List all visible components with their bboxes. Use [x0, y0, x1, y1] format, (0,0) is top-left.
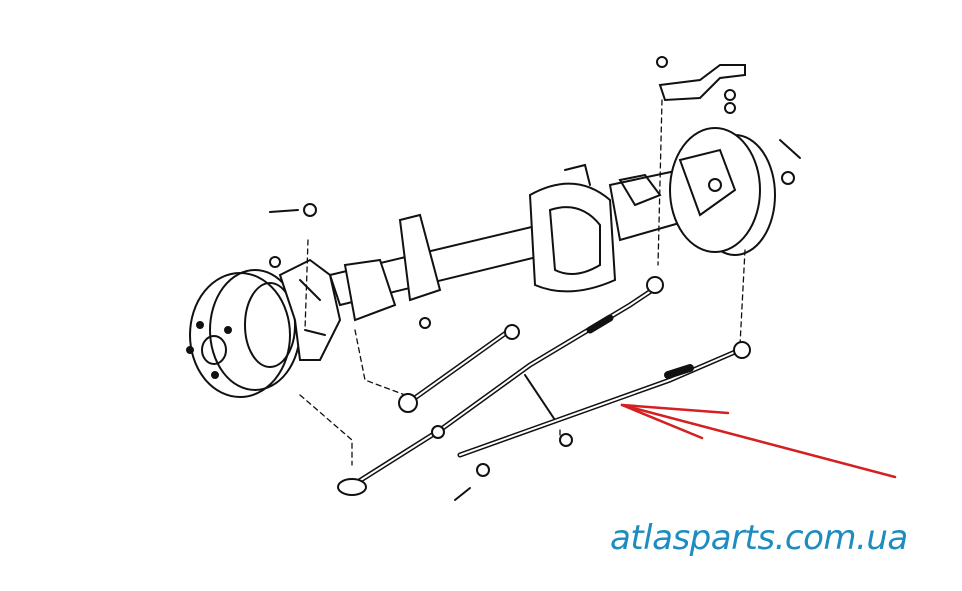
drag-link: [454, 341, 751, 501]
highlight-arrow: [620, 403, 897, 479]
left-brake-disc: [186, 269, 301, 398]
steering-bracket: [656, 56, 801, 185]
left-steering-knuckle: [278, 258, 342, 361]
track-bar: [398, 324, 520, 413]
axle-housing: [328, 163, 692, 322]
right-brake-disc: [669, 127, 776, 256]
tie-rod-assembly: [337, 276, 664, 496]
watermark-text: atlasparts.com.ua: [610, 518, 908, 558]
leader-lines: [299, 99, 746, 466]
fasteners: [269, 203, 431, 329]
